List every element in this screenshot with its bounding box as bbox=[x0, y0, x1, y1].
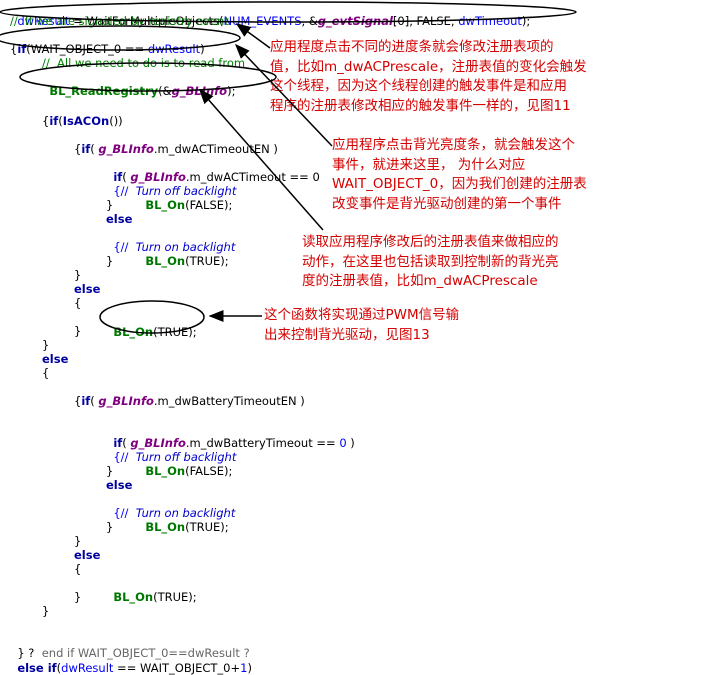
code-line-34: {// Turn on backlight bbox=[113, 506, 236, 520]
code-line-14: } bbox=[106, 198, 114, 212]
code-line-41: } bbox=[74, 590, 82, 604]
code-line-18: } bbox=[106, 254, 114, 268]
code-line-24: } bbox=[42, 338, 50, 352]
code-line-27: if( g_BLInfo.m_dwBatteryTimeoutEN ) bbox=[81, 394, 305, 408]
code-line-7: if(IsACOn()) bbox=[49, 114, 123, 128]
ellipse-read-registry bbox=[19, 62, 277, 92]
code-line-25: else bbox=[42, 352, 69, 366]
code-line-39: { bbox=[74, 562, 82, 576]
code-line-30: {// Turn off backlight bbox=[113, 450, 237, 464]
arrow-to-read-registry bbox=[199, 88, 324, 231]
code-line-36: } bbox=[106, 520, 114, 534]
code-line-19: } bbox=[74, 268, 82, 282]
annotation-registry-change: 应用程度点击不同的进度条就会修改注册表项的 值，比如m_dwACPrescale… bbox=[270, 39, 587, 114]
code-line-29: if( g_BLInfo.m_dwBatteryTimeout == 0 ) bbox=[113, 436, 355, 450]
code-line-11: if( g_BLInfo.m_dwACTimeout == 0 bbox=[113, 170, 320, 184]
code-line-33: else bbox=[106, 478, 133, 492]
code-line-21: { bbox=[74, 296, 82, 310]
code-line-31: BL_On(FALSE); bbox=[145, 464, 233, 478]
code-line-13: BL_On(FALSE); bbox=[145, 198, 233, 212]
code-line-4: { bbox=[10, 42, 18, 56]
code-line-10: { bbox=[74, 142, 82, 156]
ellipse-wait-call bbox=[0, 1, 577, 23]
code-line-43: } ? end if WAIT_OBJECT_0==dwResult ? bbox=[17, 646, 250, 660]
code-line-40: BL_On(TRUE); bbox=[113, 590, 197, 604]
ellipse-if-wait bbox=[0, 25, 241, 51]
code-line-8: { bbox=[42, 114, 50, 128]
ellipse-bl-on bbox=[99, 300, 205, 334]
code-line-23: } bbox=[74, 324, 82, 338]
code-line-38: else bbox=[74, 548, 101, 562]
code-line-35: BL_On(TRUE); bbox=[145, 520, 229, 534]
arrow-to-wait-call bbox=[235, 23, 271, 49]
code-line-9: if( g_BLInfo.m_dwACTimeoutEN ) bbox=[81, 142, 278, 156]
code-line-26: { bbox=[42, 366, 50, 380]
code-line-15: else bbox=[106, 212, 133, 226]
code-line-37: } bbox=[74, 534, 82, 548]
annotation-wait-object: 应用程序点击背光亮度条，就会触发这个 事件，就进来这里， 为什么对应 WAIT_… bbox=[332, 137, 587, 212]
annotation-read-registry: 读取应用程序修改后的注册表值来做相应的 动作，在这里也包括读取到控制新的背光亮 … bbox=[302, 234, 559, 289]
code-line-32: } bbox=[106, 464, 114, 478]
code-line-2: // If we are signaled by registry event bbox=[10, 14, 229, 28]
annotation-bl-on: 这个函数将实现通过PWM信号输 出来控制背光驱动，见图13 bbox=[264, 307, 460, 343]
code-line-17: BL_On(TRUE); bbox=[145, 254, 229, 268]
code-line-20: else bbox=[74, 282, 101, 296]
code-line-42: } bbox=[42, 604, 50, 618]
code-line-16: {// Turn on backlight bbox=[113, 240, 236, 254]
arrow-to-if-wait bbox=[234, 43, 333, 147]
code-line-28: { bbox=[74, 394, 82, 408]
code-line-12: {// Turn off backlight bbox=[113, 184, 237, 198]
